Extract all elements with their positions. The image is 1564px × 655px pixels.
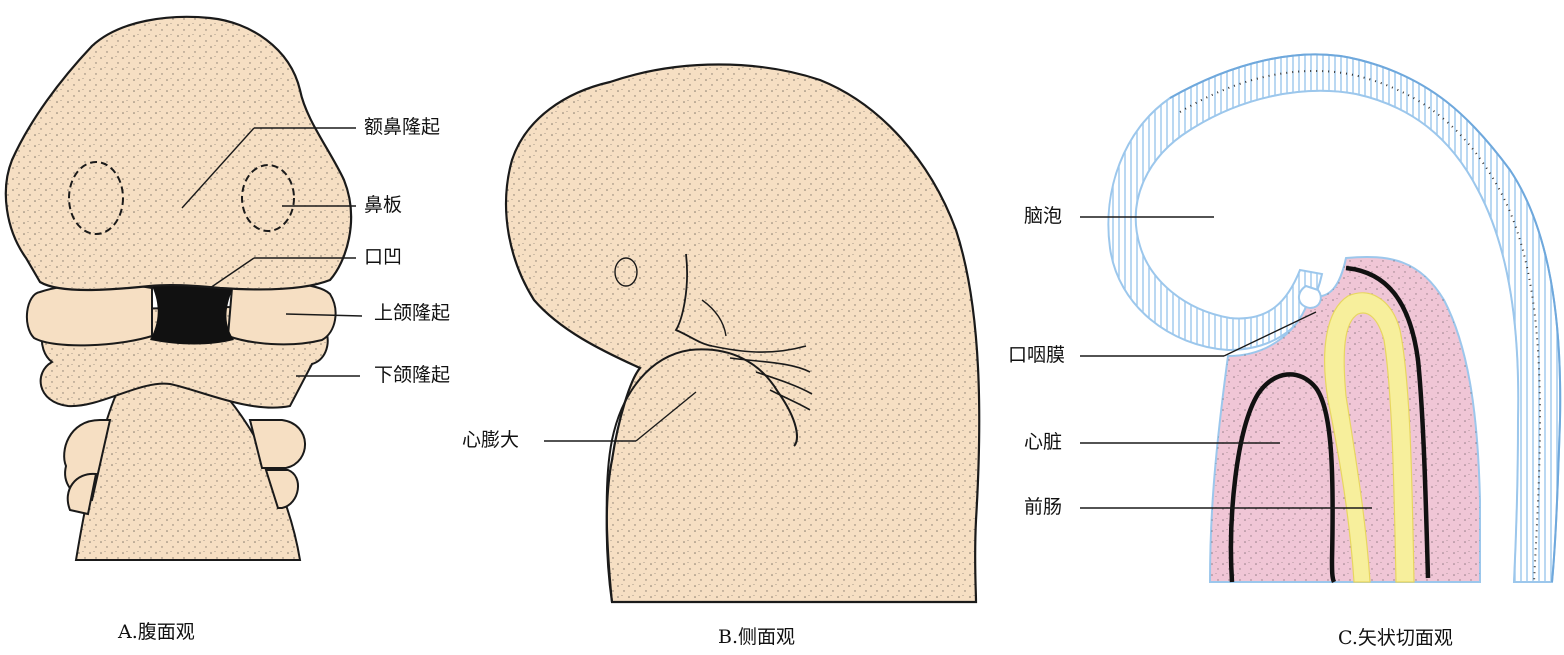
caption-panel-a: A.腹面观 — [118, 623, 195, 642]
caption-panel-b: B.侧面观 — [718, 628, 795, 647]
label-foregut: 前肠 — [1024, 498, 1062, 517]
label-heart-bulge: 心膨大 — [462, 431, 519, 450]
label-frontonasal-prominence: 额鼻隆起 — [364, 118, 440, 137]
label-heart: 心脏 — [1024, 433, 1062, 452]
panel-c-sagittal-view — [1080, 54, 1560, 582]
label-oropharyngeal-membrane: 口咽膜 — [1008, 346, 1065, 365]
label-mandibular-prominence: 下颌隆起 — [374, 366, 450, 385]
label-nasal-placode: 鼻板 — [364, 196, 402, 215]
label-maxillary-prominence: 上颌隆起 — [374, 304, 450, 323]
caption-panel-c: C.矢状切面观 — [1338, 629, 1453, 648]
stomodeum-opening — [150, 286, 234, 345]
label-brain-vesicle: 脑泡 — [1024, 207, 1062, 226]
label-stomodeum: 口凹 — [364, 248, 402, 267]
oropharyngeal-membrane — [1299, 286, 1321, 308]
maxillary-prominence-right — [228, 283, 336, 344]
panel-b-lateral-view — [506, 65, 979, 603]
maxillary-prominence-left — [27, 284, 152, 345]
panel-a-ventral-view — [6, 17, 362, 560]
